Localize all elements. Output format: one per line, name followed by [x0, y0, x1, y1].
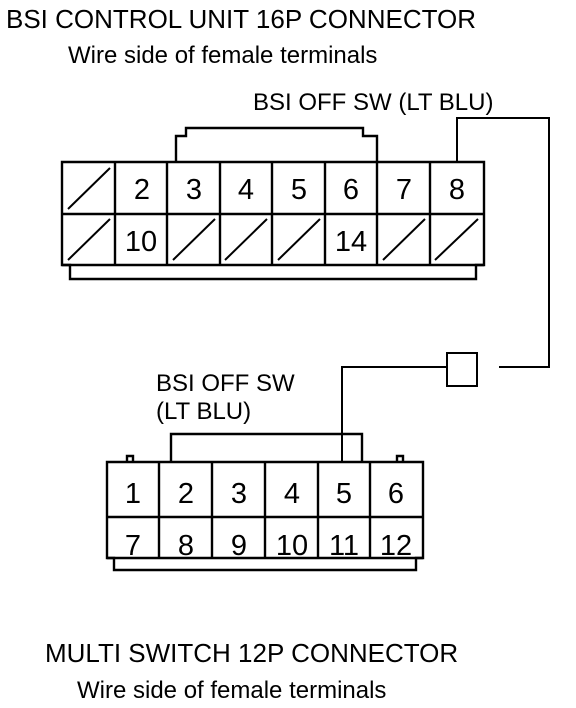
multi-pin-9: 9 [231, 530, 247, 562]
multi-pin-10: 10 [276, 530, 308, 562]
multi-pin-7: 7 [125, 530, 141, 562]
wire-connector-junction [446, 352, 478, 387]
multi-pin-3: 3 [231, 478, 247, 510]
bsi-unused-cavity-11 [172, 218, 216, 261]
bsi-unused-cavity-15 [382, 218, 426, 261]
bsi-unused-cavity-16 [434, 218, 479, 261]
multi-connector-subtitle: Wire side of female terminals [77, 677, 386, 704]
bsi-pin-2: 2 [134, 174, 150, 206]
bsi-connector-tab [174, 126, 379, 162]
bsi-unused-cavity-9 [67, 218, 111, 261]
multi-pin-1: 1 [125, 478, 141, 510]
wire-segment-upper [456, 117, 550, 368]
bsi-pin-4: 4 [238, 174, 254, 206]
wire-segment-lower [341, 366, 447, 462]
multi-pin-8: 8 [178, 530, 194, 562]
bsi-pin-7: 7 [396, 174, 412, 206]
bsi-unused-cavity-12 [224, 218, 268, 261]
bsi-off-sw-wire [341, 117, 550, 462]
bsi-16p-connector: 2 3 4 5 6 7 8 10 14 [60, 126, 486, 281]
multi-switch-12p-connector: 1 2 3 4 5 6 7 8 9 10 11 12 [105, 432, 425, 572]
multi-pin-5: 5 [336, 478, 352, 510]
multi-pin-2: 2 [178, 478, 194, 510]
multi-pin-4: 4 [284, 478, 300, 510]
bsi-unused-cavity-1 [67, 167, 111, 210]
bsi-unused-cavity-13 [277, 218, 321, 261]
bsi-wire-label: BSI OFF SW (LT BLU) [253, 89, 493, 116]
bsi-pin-6: 6 [343, 174, 359, 206]
multi-connector-title: MULTI SWITCH 12P CONNECTOR [45, 638, 458, 668]
multi-connector-lug-left [125, 454, 135, 462]
bsi-pin-8: 8 [449, 174, 465, 206]
multi-pin-11: 11 [329, 530, 359, 562]
multi-wire-label-line1: BSI OFF SW [156, 370, 295, 397]
multi-connector-lug-right [395, 454, 405, 462]
bsi-pin-10: 10 [125, 226, 157, 258]
bsi-pin-14: 14 [335, 226, 367, 258]
multi-pin-12: 12 [380, 530, 412, 562]
multi-wire-label-line2: (LT BLU) [156, 398, 251, 425]
bsi-connector-subtitle: Wire side of female terminals [68, 42, 377, 69]
bsi-pin-5: 5 [291, 174, 307, 206]
multi-pin-6: 6 [388, 478, 404, 510]
bsi-pin-3: 3 [186, 174, 202, 206]
bsi-connector-title: BSI CONTROL UNIT 16P CONNECTOR [6, 4, 476, 34]
multi-connector-tab [169, 432, 364, 462]
